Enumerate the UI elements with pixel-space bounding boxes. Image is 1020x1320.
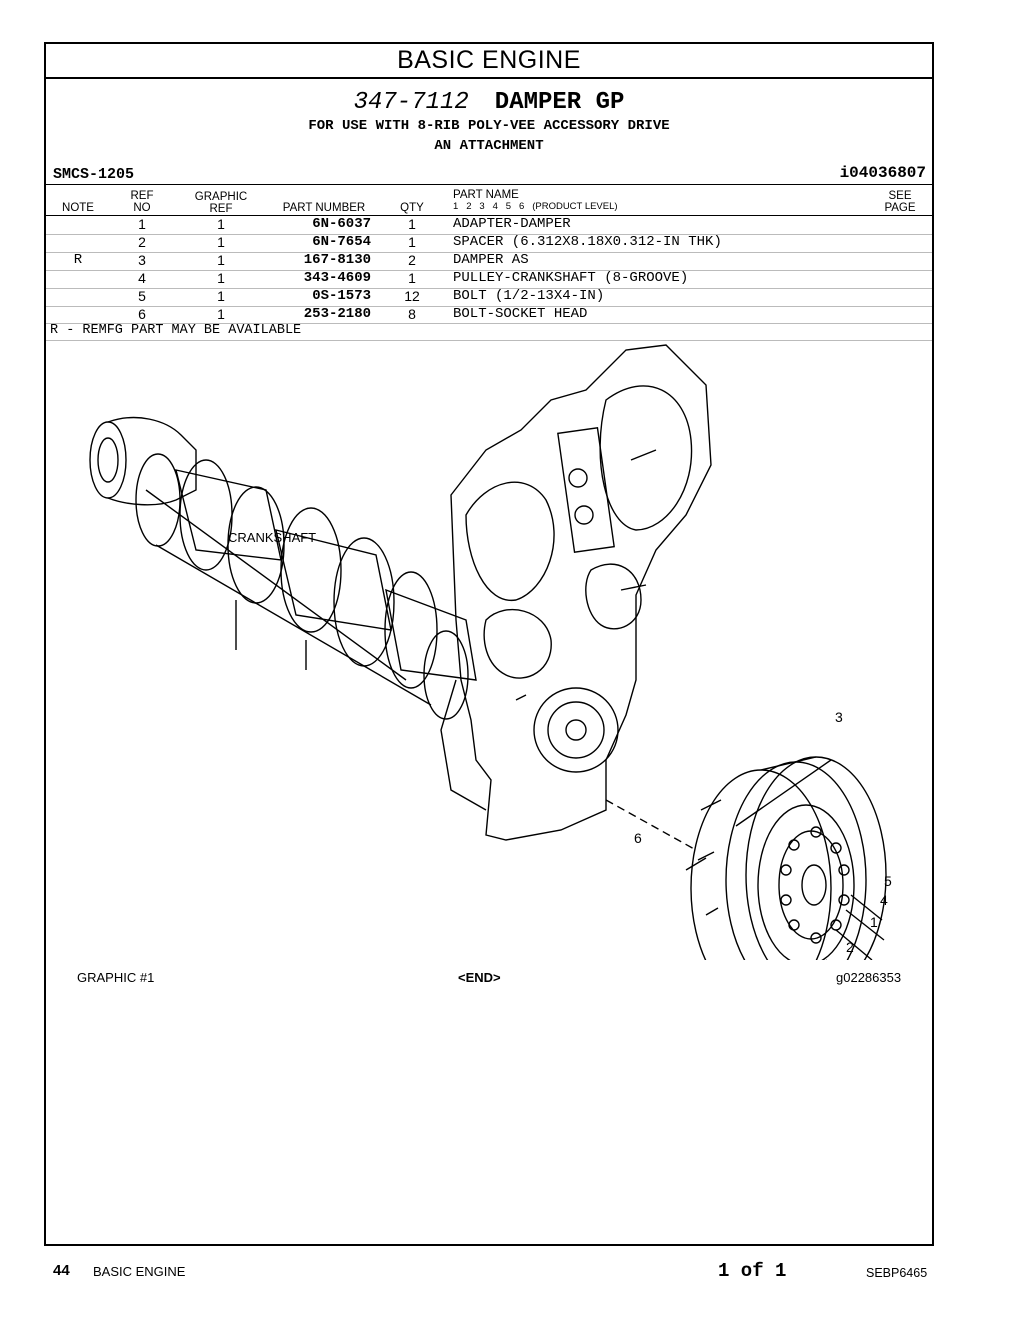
row-part-name: BOLT-SOCKET HEAD [453,306,588,322]
row-graphic-ref: 1 [217,234,225,250]
group-part-number: 347-7112 [353,89,469,116]
col-note: NOTE [62,202,94,214]
row-part-name: ADAPTER-DAMPER [453,216,571,232]
row-divider [46,252,932,253]
col-graphic-ref-line1: GRAPHIC [194,191,248,203]
row-divider [46,234,932,235]
footnote-rule [46,340,932,341]
front-housing-drawing [440,344,712,841]
row-part-number: 0S-1573 [312,288,371,304]
row-part-number: 253-2180 [303,306,371,322]
row-graphic-ref: 1 [217,288,225,304]
table-row: 6 1 253-2180 8 BOLT-SOCKET HEAD [46,306,932,324]
row-qty: 1 [408,234,416,250]
doc-id: SEBP6465 [866,1266,928,1280]
col-ref-no-line2: NO [133,202,151,214]
footnote: R - REMFG PART MAY BE AVAILABLE [50,323,302,338]
smcs-code: SMCS-1205 [53,166,135,183]
exploded-view-illustration [89,344,887,960]
callout-2: 2 [846,939,854,955]
row-graphic-ref: 1 [217,252,225,268]
row-ref: 4 [138,270,146,286]
row-part-number: 343-4609 [303,270,371,286]
callout-6: 6 [634,830,642,846]
table-row: 2 1 6N-7654 1 SPACER (6.312X8.18X0.312-I… [46,234,932,252]
callout-4: 4 [880,892,888,908]
col-graphic-ref-line2: REF [209,203,233,215]
col-see-page: SEE PAGE [876,190,924,214]
row-note: R [73,252,83,268]
col-part-name: PART NAME [453,189,519,201]
graphic-id: g02286353 [836,970,902,985]
row-qty: 2 [408,252,416,268]
col-graphic-ref: GRAPHIC REF [186,191,256,215]
table-row: 1 1 6N-6037 1 ADAPTER-DAMPER [46,216,932,234]
end-marker: <END> [458,970,501,985]
row-ref: 5 [138,288,146,304]
col-ref-no: REF NO [126,190,158,214]
col-see-page-line2: PAGE [884,202,916,214]
crankshaft-drawing [89,416,477,720]
row-qty: 1 [408,270,416,286]
row-divider [46,306,932,307]
assembly-line [605,799,697,851]
section-title: BASIC ENGINE [46,44,932,79]
info-id: i04036807 [839,164,926,182]
row-qty: 8 [408,306,416,322]
crankshaft-label: CRANKSHAFT [228,530,317,545]
row-part-name: PULLEY-CRANKSHAFT (8-GROOVE) [453,270,689,286]
row-divider [46,270,932,271]
callout-1: 1 [870,914,878,930]
group-name: DAMPER GP [494,89,625,116]
row-part-number: 167-8130 [303,252,371,268]
col-qty: QTY [400,202,424,214]
table-top-rule [46,215,932,216]
row-part-name: SPACER (6.312X8.18X0.312-IN THK) [453,234,722,250]
damper-drawing [685,756,887,960]
row-divider [46,323,932,324]
row-ref: 2 [138,234,146,250]
col-see-page-line1: SEE [888,190,912,202]
col-ref-no-line1: REF [130,190,154,202]
row-ref: 3 [138,252,146,268]
row-graphic-ref: 1 [217,306,225,322]
row-part-name: BOLT (1/2-13X4-IN) [453,288,605,304]
use-line-2: AN ATTACHMENT [434,138,544,154]
graphic-label: GRAPHIC #1 [77,970,155,985]
page-frame: BASIC ENGINE 347-7112 DAMPER GP FOR USE W… [44,42,934,1246]
callout-3: 3 [835,709,843,725]
table-row: 4 1 343-4609 1 PULLEY-CRANKSHAFT (8-GROO… [46,270,932,288]
table-row: R 3 1 167-8130 2 DAMPER AS [46,252,932,270]
row-graphic-ref: 1 [217,216,225,232]
row-part-number: 6N-7654 [312,234,371,250]
page-number: 44 [53,1262,70,1279]
row-part-number: 6N-6037 [312,216,371,232]
row-qty: 1 [408,216,416,232]
row-qty: 12 [404,288,420,304]
col-product-levels: 1 2 3 4 5 6 (PRODUCT LEVEL) [453,201,618,212]
row-ref: 6 [138,306,146,322]
row-divider [46,288,932,289]
use-line-1: FOR USE WITH 8-RIB POLY-VEE ACCESSORY DR… [308,118,670,134]
col-part-number: PART NUMBER [282,202,366,214]
footer-section: BASIC ENGINE [93,1264,186,1279]
page-of: 1 of 1 [718,1260,787,1282]
header-rule [46,184,932,185]
row-ref: 1 [138,216,146,232]
row-graphic-ref: 1 [217,270,225,286]
row-part-name: DAMPER AS [453,252,529,268]
callout-5: 5 [884,873,892,889]
group-title: 347-7112 DAMPER GP [46,89,932,116]
table-row: 5 1 0S-1573 12 BOLT (1/2-13X4-IN) [46,288,932,306]
